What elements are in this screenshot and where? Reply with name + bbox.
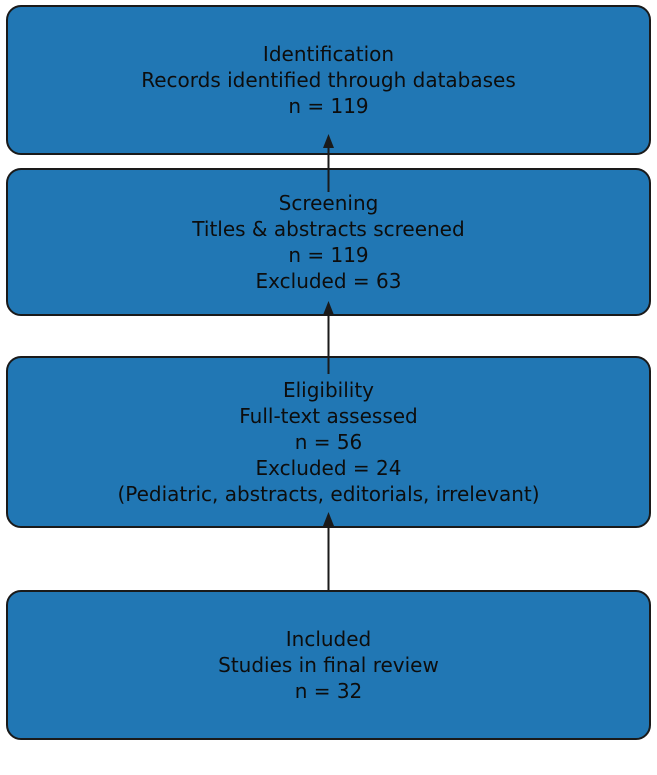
box-count: n = 56 — [294, 430, 363, 454]
flow-box-identification: Identification Records identified throug… — [6, 5, 651, 155]
box-excluded-count: Excluded = 24 — [255, 456, 402, 480]
flow-box-screening: Screening Titles & abstracts screened n … — [6, 168, 651, 316]
box-description: Records identified through databases — [141, 68, 516, 92]
box-excluded-count: Excluded = 63 — [255, 269, 402, 293]
box-count: n = 32 — [294, 679, 363, 703]
box-description: Full-text assessed — [239, 404, 418, 428]
box-count: n = 119 — [288, 94, 369, 118]
box-count: n = 119 — [288, 243, 369, 267]
box-stage-label: Identification — [262, 42, 395, 66]
box-stage-label: Screening — [278, 191, 379, 215]
flow-box-included: Included Studies in final review n = 32 — [6, 590, 651, 740]
box-exclusion-reasons: (Pediatric, abstracts, editorials, irrel… — [117, 482, 540, 506]
box-stage-label: Eligibility — [282, 378, 375, 402]
flow-box-eligibility: Eligibility Full-text assessed n = 56 Ex… — [6, 356, 651, 528]
box-description: Studies in final review — [218, 653, 439, 677]
box-stage-label: Included — [285, 627, 372, 651]
box-description: Titles & abstracts screened — [192, 217, 465, 241]
